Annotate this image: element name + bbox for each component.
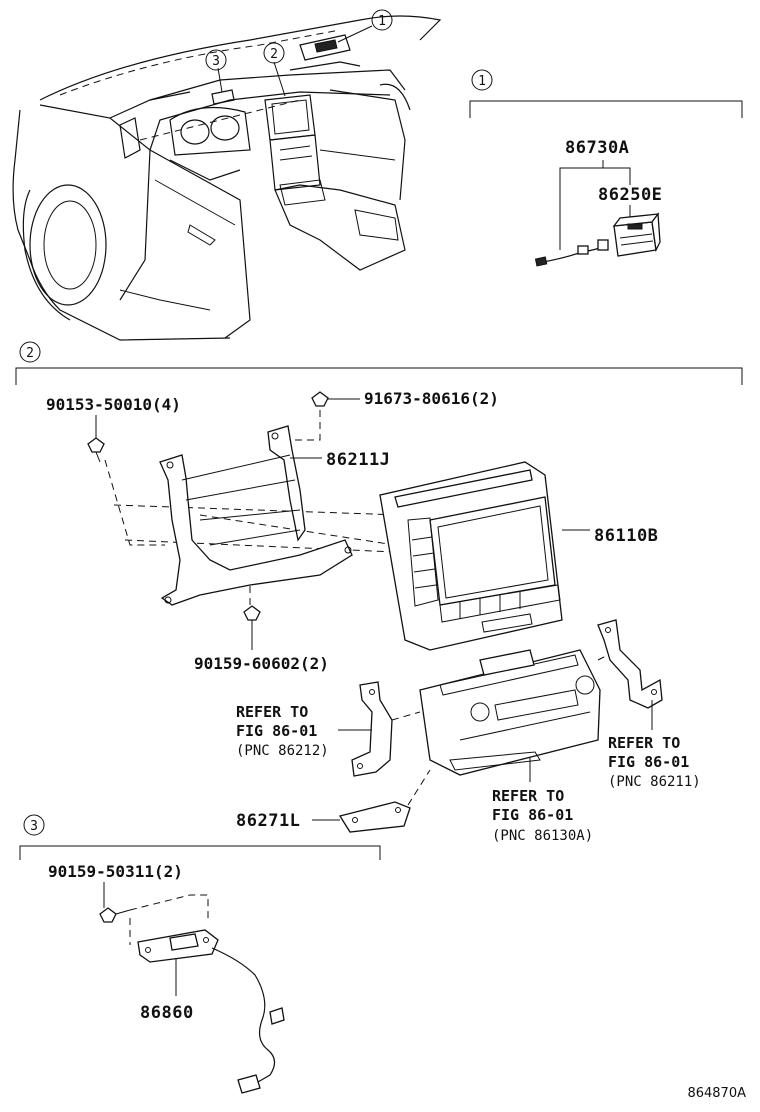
callout-2-label: 2 (270, 47, 278, 62)
side-bracket-right (597, 619, 663, 730)
part-number-90153-50010[interactable]: 90153-50010(4) (46, 395, 181, 414)
refer-left-line3: (PNC 86212) (236, 743, 329, 759)
section-3-bracket (19, 845, 381, 860)
callout-2-marker: 2 (263, 42, 285, 64)
refer-bottom-line1: REFER TO (492, 787, 564, 805)
refer-right-line2[interactable]: FIG 86-01 (608, 753, 689, 771)
module-86860 (137, 929, 285, 1094)
section-1-callout-label: 1 (478, 74, 486, 89)
part-number-90159-60602[interactable]: 90159-60602(2) (194, 654, 329, 673)
section-1: 1 86730A 86250E (469, 69, 743, 267)
audio-control-unit (419, 649, 601, 782)
bracket-86211J (159, 425, 353, 606)
part-number-86110B[interactable]: 86110B (594, 526, 658, 546)
section-3-callout-label: 3 (30, 819, 38, 834)
section-1-callout-circle (471, 69, 493, 91)
callout-1-marker: 1 (371, 9, 393, 31)
callout-3-marker: 3 (205, 49, 227, 71)
part-number-86271L[interactable]: 86271L (236, 811, 300, 831)
antenna-cord-86730A (534, 239, 609, 267)
screw-90159-50311 (99, 882, 131, 923)
part-number-86730A[interactable]: 86730A (565, 138, 629, 158)
callout-1-label: 1 (378, 14, 386, 29)
screw-91673 (311, 391, 360, 407)
refer-left-line2[interactable]: FIG 86-01 (236, 722, 317, 740)
refer-note-bottom: REFER TO FIG 86-01 (PNC 86130A) (492, 787, 593, 844)
vehicle-interior-illustration (12, 15, 442, 341)
screw-90159-60602 (243, 605, 261, 650)
refer-right-line1: REFER TO (608, 734, 680, 752)
section-2-callout-label: 2 (26, 346, 34, 361)
section-2-bracket (15, 367, 743, 385)
part-number-86860[interactable]: 86860 (140, 1003, 194, 1023)
refer-left-line1: REFER TO (236, 703, 308, 721)
refer-bottom-line3: (PNC 86130A) (492, 828, 593, 844)
refer-right-line3: (PNC 86211) (608, 774, 701, 790)
part-number-86211J[interactable]: 86211J (326, 450, 390, 470)
part-number-90159-50311[interactable]: 90159-50311(2) (48, 862, 183, 881)
section-2-callout-circle (19, 341, 41, 363)
side-bracket-left (338, 681, 421, 777)
refer-note-left: REFER TO FIG 86-01 (PNC 86212) (236, 703, 329, 759)
refer-bottom-line2[interactable]: FIG 86-01 (492, 806, 573, 824)
callout-3-label: 3 (212, 54, 220, 69)
plate-86271L (312, 769, 431, 833)
figure-id: 864870A (687, 1086, 746, 1101)
unit-86250E (612, 212, 661, 257)
part-number-91673-80616[interactable]: 91673-80616(2) (364, 389, 499, 408)
part-number-86250E[interactable]: 86250E (598, 185, 662, 205)
refer-note-right: REFER TO FIG 86-01 (PNC 86211) (608, 734, 701, 790)
section-3-callout-circle (23, 814, 45, 836)
section-3: 3 90159-50311(2) 86860 (19, 814, 381, 1094)
screw-90153 (87, 415, 105, 463)
section-1-bracket (469, 100, 743, 118)
display-unit-86110B (379, 461, 590, 651)
section-2: 2 90153-50010(4) 91673-80616(2) 86211J 8… (15, 341, 743, 844)
